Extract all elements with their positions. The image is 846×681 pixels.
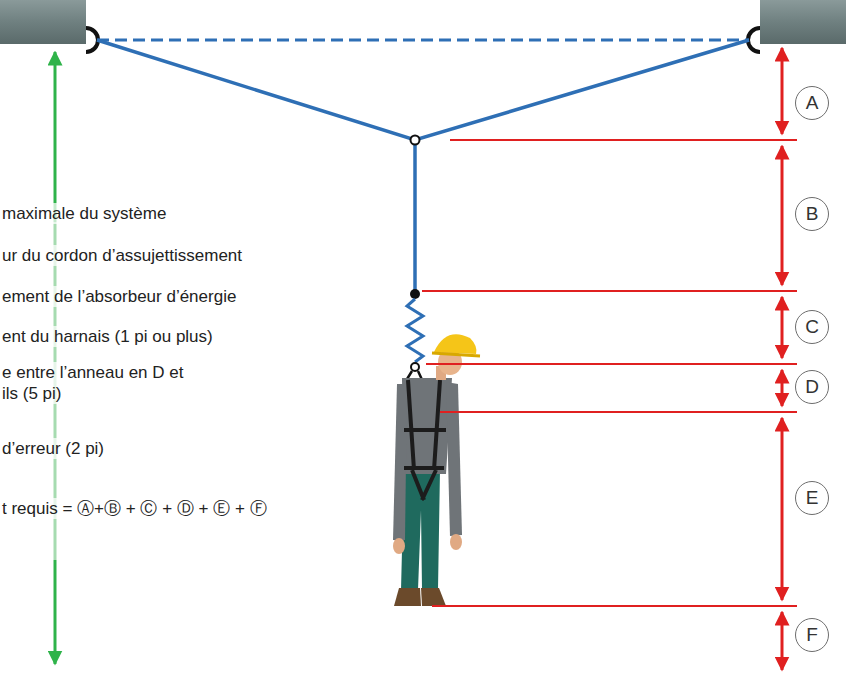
callout-circle: E	[795, 481, 829, 515]
deflected-lifeline	[97, 40, 749, 140]
anchor-ring	[748, 28, 760, 52]
callout-circle: C	[795, 310, 829, 344]
right-beam	[760, 0, 846, 44]
reference-lines	[422, 140, 797, 606]
legend-text: ent du harnais (1 pi ou plus)	[2, 326, 213, 347]
unloaded-lifeline	[97, 39, 749, 42]
connector-ring	[411, 136, 420, 145]
callout-letter: A	[806, 92, 819, 114]
callout-letter: E	[806, 487, 819, 509]
anchor-ring	[86, 28, 98, 52]
legend-text: e entre l’anneau en D et ils (5 pi)	[2, 362, 184, 404]
dimension-arrows	[781, 48, 784, 670]
lanyard	[413, 144, 417, 292]
legend-text: ement de l’absorbeur d’énergie	[2, 286, 236, 307]
callout-letter: B	[806, 203, 819, 225]
lanyard-end	[410, 289, 420, 299]
legend-text: d’erreur (2 pi)	[2, 438, 104, 459]
callout-circle: A	[795, 86, 829, 120]
worker-figure	[393, 334, 480, 606]
legend-text: t requis = Ⓐ+Ⓑ + Ⓒ + Ⓓ + Ⓔ + Ⓕ	[2, 498, 267, 519]
callout-letter: F	[806, 624, 818, 646]
legend-text: ur du cordon d’assujettissement	[2, 245, 242, 266]
callout-circle: B	[795, 197, 829, 231]
left-beam	[0, 0, 86, 44]
callout-letter: C	[805, 316, 819, 338]
snap-hook	[411, 363, 419, 371]
legend-text: maximale du système	[2, 203, 166, 224]
callout-circle: F	[795, 618, 829, 652]
total-clearance-arrow	[55, 52, 56, 664]
callout-circle: D	[795, 370, 829, 404]
energy-absorber	[407, 299, 423, 362]
callout-letter: D	[805, 376, 819, 398]
